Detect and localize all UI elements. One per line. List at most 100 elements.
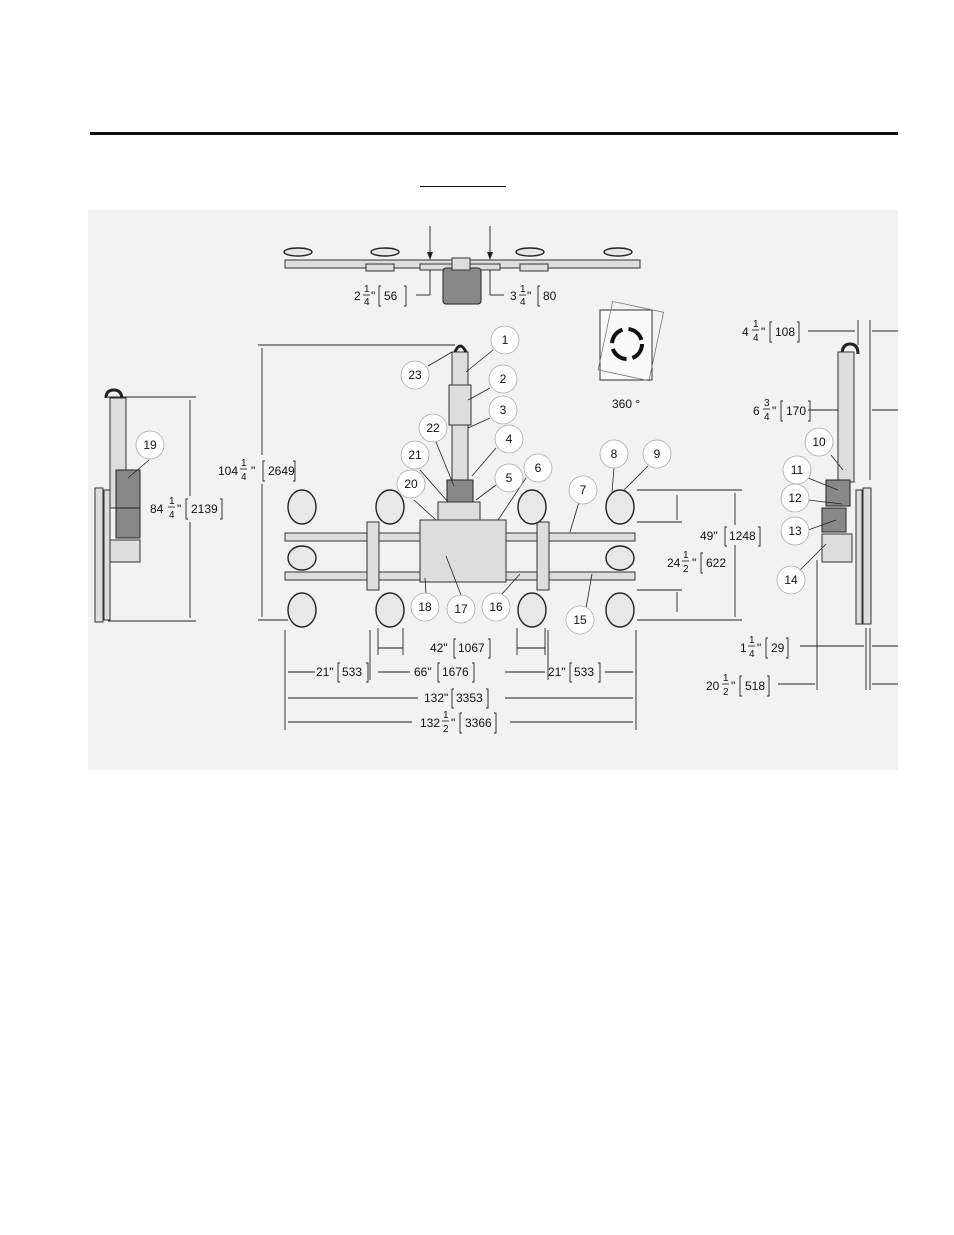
callout-number: 11: [791, 463, 804, 477]
callout-number: 7: [580, 483, 587, 497]
callout-11: 11: [783, 456, 811, 484]
top-view-vacuum-unit: [443, 268, 481, 304]
top-view-pad: [516, 248, 544, 256]
cross-arm-right: [537, 522, 549, 590]
dim-mm: 533: [342, 665, 362, 679]
dim-whole: 4: [742, 325, 749, 339]
callout-number: 23: [408, 368, 422, 382]
dim-num: 1: [520, 284, 526, 295]
side-housing-lower: [116, 508, 140, 538]
callout-16: 16: [482, 593, 510, 621]
dim-mm: 56: [384, 289, 398, 303]
leader-line: [428, 352, 452, 366]
mast-extension: [449, 385, 471, 425]
side-pads: [95, 488, 103, 622]
callout-7: 7: [569, 476, 597, 504]
dim-rs-top: 4 1 4 " 108: [742, 319, 799, 344]
dim-mm: 29: [771, 641, 785, 655]
dim-num: 3: [764, 398, 770, 409]
vacuum-pad: [376, 593, 404, 627]
leader-line: [472, 448, 496, 476]
dim-inch-value: 49": [700, 529, 718, 543]
dim-inch-value: 21": [548, 665, 566, 679]
dim-arrow: [487, 252, 493, 260]
dim-mm: 3366: [465, 716, 492, 730]
dim-rs-low: 1 1 4 " 29: [740, 635, 788, 660]
callout-number: 1: [502, 333, 509, 347]
callout-15: 15: [566, 606, 594, 634]
callout-10: 10: [805, 428, 833, 456]
dim-mm: 1676: [442, 665, 469, 679]
dim-whole: 24: [667, 556, 681, 570]
callout-3: 3: [489, 396, 517, 424]
dim-mm: 518: [745, 679, 765, 693]
dim-den: 4: [241, 472, 247, 483]
callout-17: 17: [447, 595, 475, 623]
dim-inch: ": [692, 556, 696, 570]
dim-num: 1: [169, 496, 175, 507]
side-housing: [826, 480, 850, 506]
dim-num: 1: [749, 635, 755, 646]
dim-mm: 170: [786, 404, 806, 418]
callout-number: 18: [418, 600, 432, 614]
dim-den: 4: [520, 297, 526, 308]
side-pads: [863, 488, 871, 624]
dim-inch: ": [371, 289, 375, 303]
dim-num: 1: [364, 284, 370, 295]
callout-20: 20: [397, 470, 425, 498]
callout-number: 6: [535, 461, 542, 475]
mm-bracket: [538, 286, 540, 306]
side-mast: [838, 352, 854, 482]
callout-2: 2: [489, 365, 517, 393]
side-rotator: [110, 540, 140, 562]
dim-den: 2: [683, 564, 689, 575]
callout-1: 1: [491, 326, 519, 354]
callout-number: 4: [506, 432, 513, 446]
vacuum-pad: [518, 593, 546, 627]
lifting-hook: [455, 346, 466, 352]
top-view-pad: [371, 248, 399, 256]
callout-8: 8: [600, 440, 628, 468]
callout-number: 9: [654, 447, 661, 461]
callout-number: 2: [500, 372, 507, 386]
dim-pad-spacing: 42" 1067: [378, 628, 545, 658]
cross-arm-left: [367, 522, 379, 590]
callout-number: 14: [784, 573, 798, 587]
side-rotator: [822, 534, 852, 562]
callout-number: 21: [408, 448, 422, 462]
dim-mm: 3353: [456, 691, 483, 705]
callout-18: 18: [411, 593, 439, 621]
dim-whole: 2: [354, 289, 361, 303]
dim-inch: ": [451, 716, 455, 730]
callout-23: 23: [401, 361, 429, 389]
callout-number: 10: [812, 435, 826, 449]
right-side-view: [822, 344, 871, 624]
side-frame: [104, 490, 110, 620]
side-frame: [856, 490, 862, 624]
dim-den: 4: [169, 510, 175, 521]
callout-21: 21: [401, 441, 429, 469]
dim-inch: ": [761, 325, 765, 339]
callout-number: 5: [506, 471, 513, 485]
dim-inch: ": [251, 464, 255, 478]
dim-mm: 108: [775, 325, 795, 339]
mm-bracket: [701, 553, 703, 573]
plate-outline: [600, 310, 652, 380]
dim-top-left: 2 1 4 " 56: [354, 284, 406, 308]
vacuum-pad: [606, 490, 634, 524]
side-housing: [116, 470, 140, 510]
vacuum-pad: [606, 593, 634, 627]
vacuum-pad: [288, 593, 316, 627]
callout-14: 14: [777, 566, 805, 594]
rotation-label: 360 °: [612, 397, 640, 411]
dim-num: 1: [723, 673, 729, 684]
vacuum-pad: [288, 546, 316, 570]
dim-mm: 80: [543, 289, 557, 303]
callout-number: 8: [611, 447, 618, 461]
callout-number: 19: [143, 438, 157, 452]
dim-rs-mid: 6 3 4 " 170: [753, 398, 810, 423]
top-view-bracket: [520, 264, 548, 271]
dim-mm: 1248: [729, 529, 756, 543]
vacuum-pad: [518, 490, 546, 524]
dim-num: 1: [443, 710, 449, 721]
